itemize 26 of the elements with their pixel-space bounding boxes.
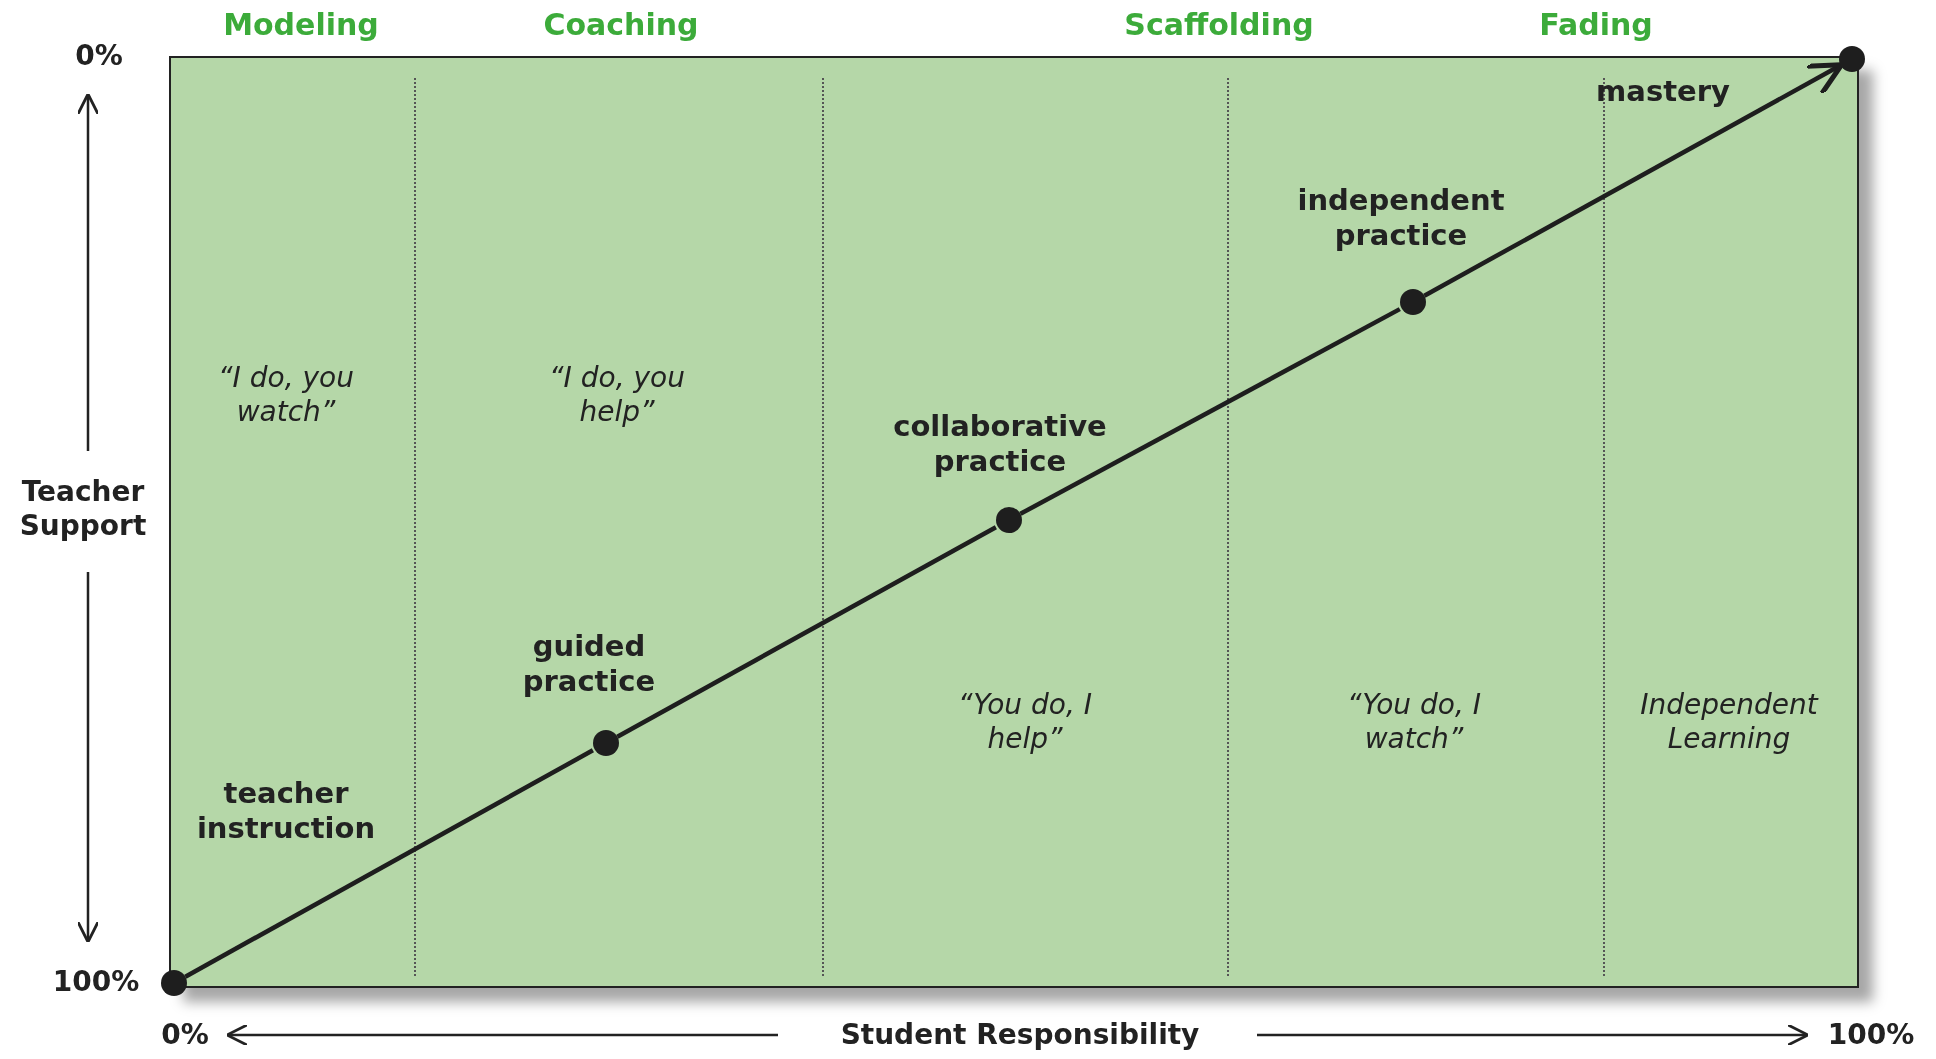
stage-heading: Fading: [1539, 7, 1653, 43]
line: [184, 748, 594, 979]
axis-label: 0%: [161, 1018, 209, 1052]
axis-label: Teacher Support: [18, 475, 148, 543]
stage-heading: Scaffolding: [1124, 7, 1314, 43]
axis-label: 0%: [75, 39, 123, 73]
phase-quote: “I do, you watch”: [217, 361, 355, 429]
stage-label: teacher instruction: [195, 776, 377, 846]
stage-heading: Modeling: [223, 7, 379, 43]
point-label: mastery: [1595, 73, 1731, 109]
stage-heading: Coaching: [543, 7, 699, 43]
axis-label: 100%: [52, 965, 140, 999]
point-label: collaborative practice: [892, 409, 1108, 479]
phase-quote: Independent Learning: [1639, 688, 1820, 756]
arrow: [1423, 62, 1845, 298]
point-dot: [161, 970, 187, 996]
axis-label: 100%: [1827, 1018, 1915, 1052]
line: [1019, 307, 1401, 516]
point-label: guided practice: [521, 629, 657, 699]
point-dot: [1839, 46, 1865, 72]
phase-quote: “You do, I help”: [957, 688, 1093, 756]
point-label: independent practice: [1296, 183, 1506, 253]
phase-quote: “I do, you help”: [548, 361, 686, 429]
phase-quote: “You do, I watch”: [1346, 688, 1482, 756]
axis-label: Student Responsibility: [840, 1018, 1200, 1052]
line: [616, 525, 997, 739]
